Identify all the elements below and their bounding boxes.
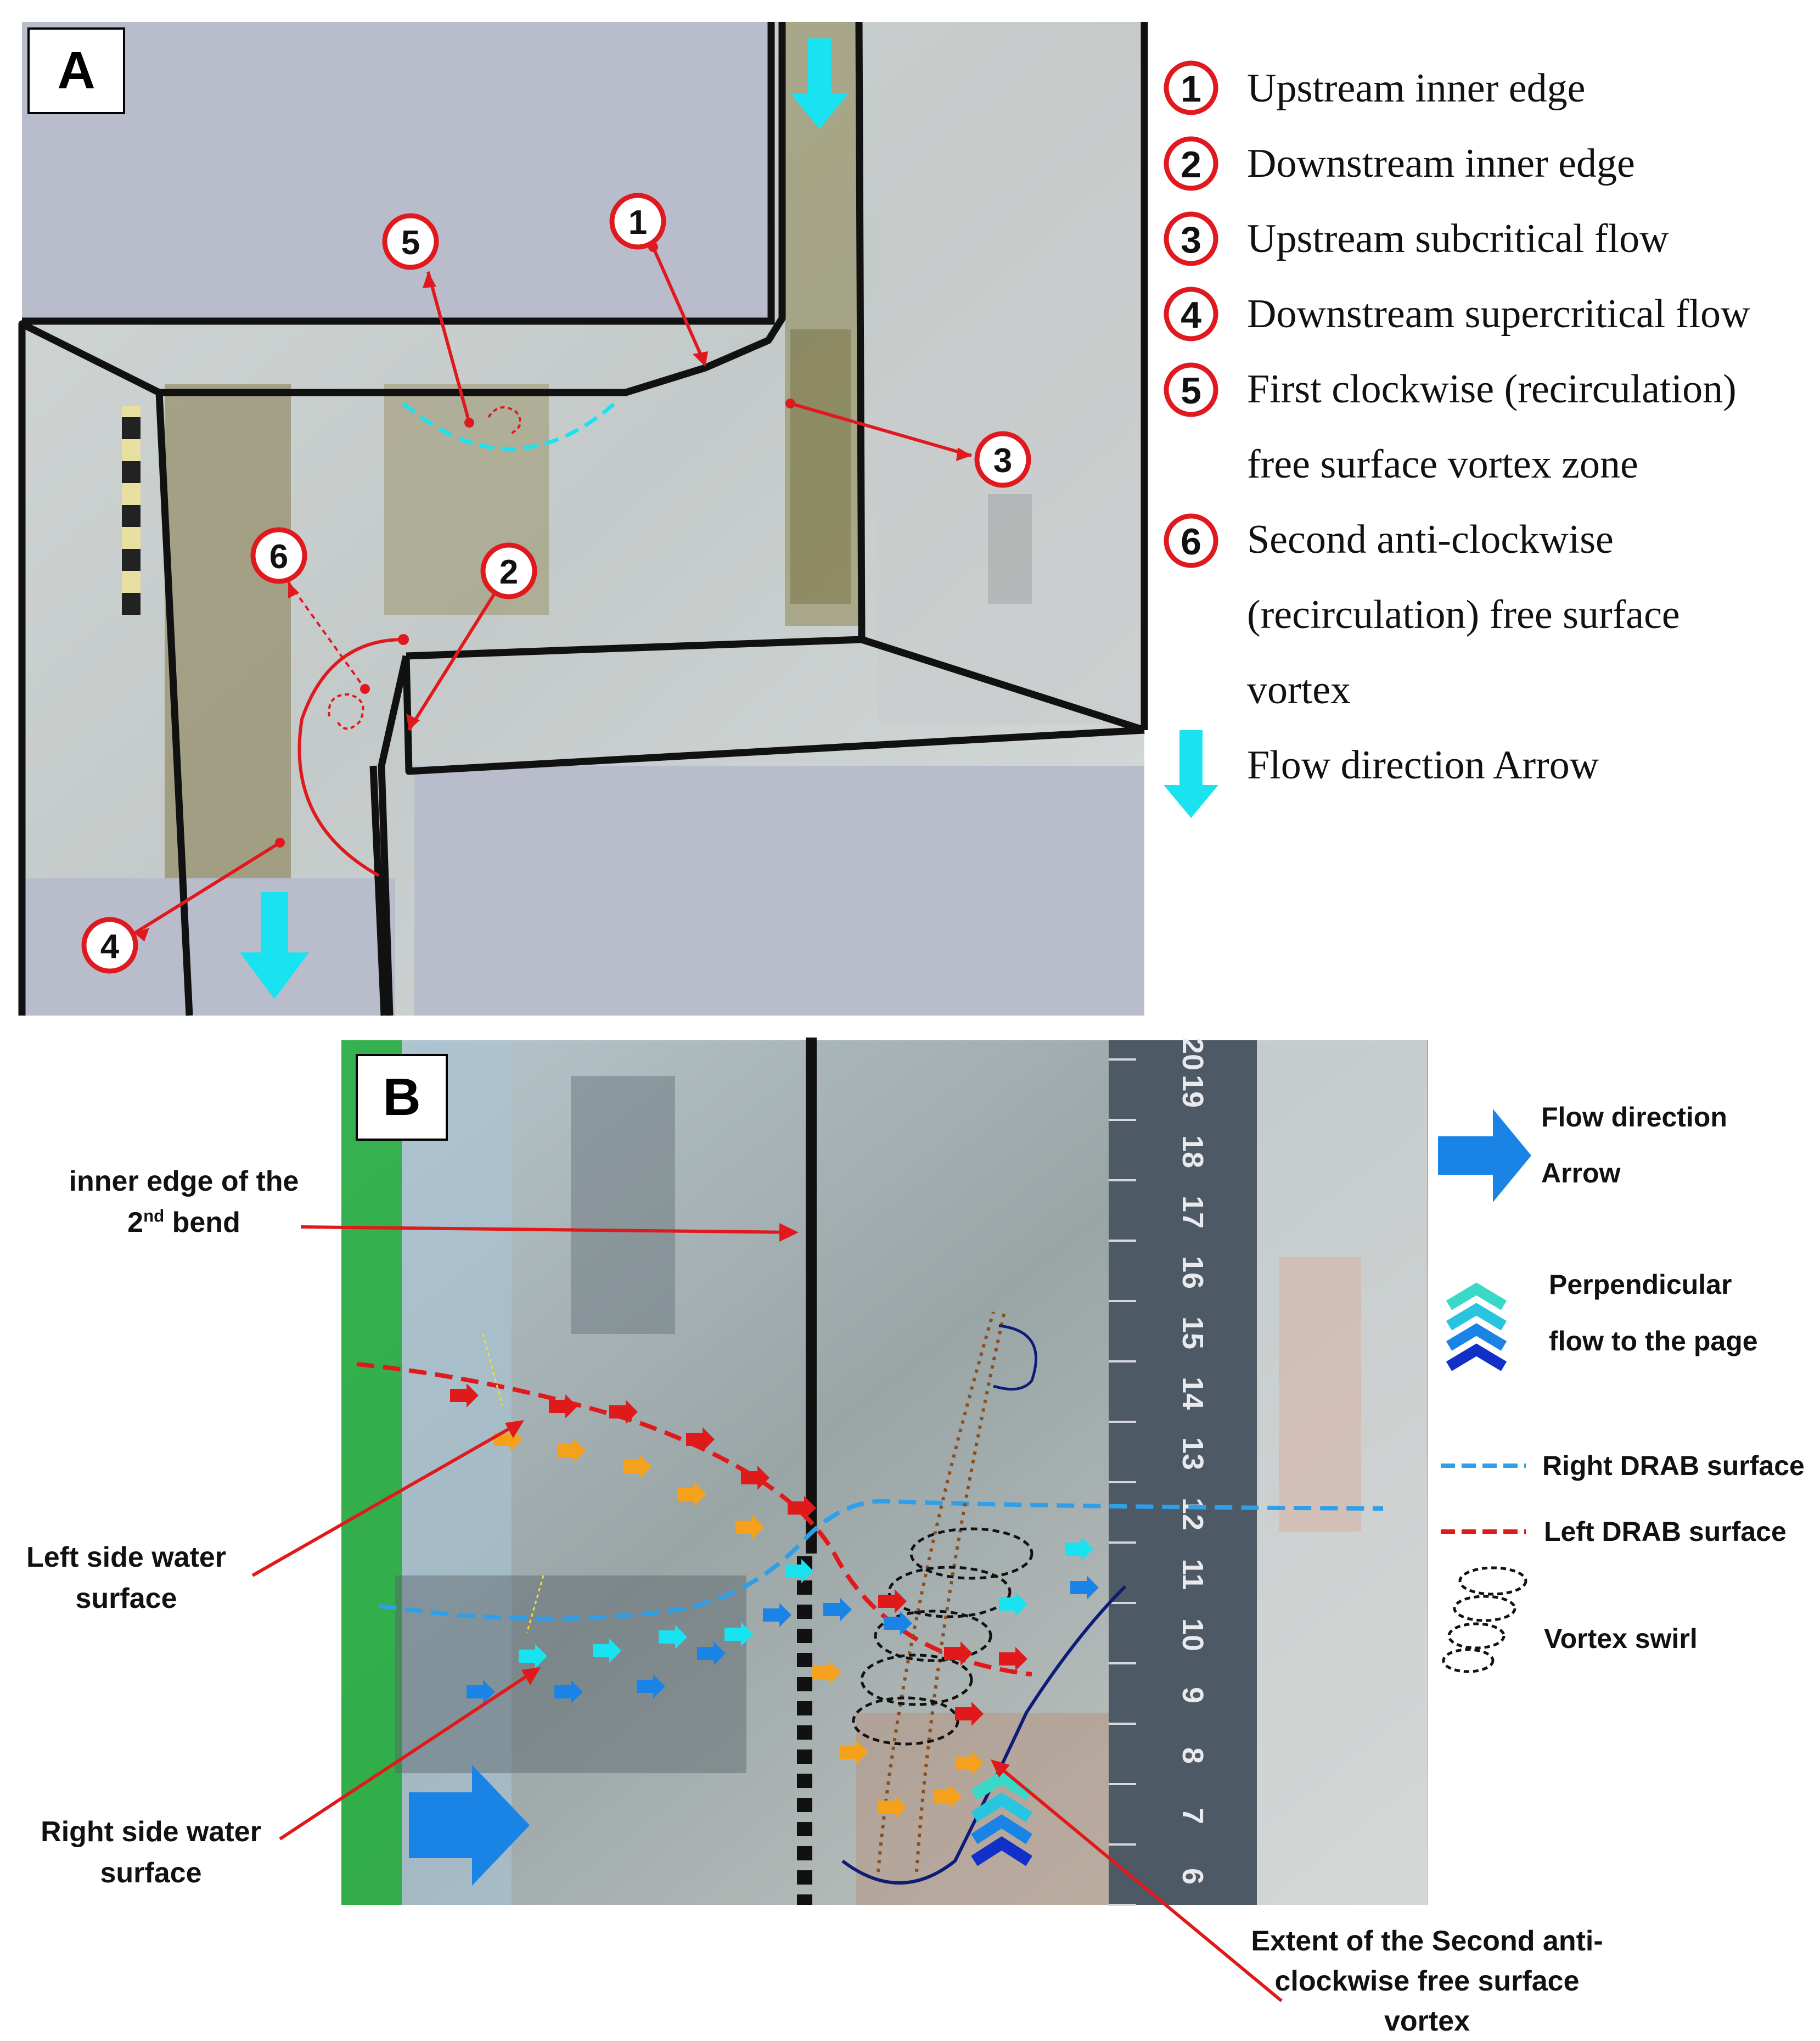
flow-arrows-red xyxy=(450,1383,1027,1726)
legend-a-item-6-line-1: Second anti-clockwise xyxy=(1247,517,1614,562)
legend-b-right-drab: Right DRAB surface xyxy=(1542,1450,1805,1481)
swirl-5 xyxy=(487,406,521,435)
svg-text:13: 13 xyxy=(1176,1437,1209,1470)
svg-text:18: 18 xyxy=(1176,1135,1209,1168)
legend-b-perp-line-1: Perpendicular xyxy=(1549,1269,1732,1300)
legend-b-flow-line-1: Flow direction xyxy=(1541,1102,1727,1132)
ruler xyxy=(1109,1040,1257,1905)
legend-a-flow-arrow-icon xyxy=(1164,730,1218,818)
annotation-inner-edge-line-2: 2nd bend xyxy=(127,1207,240,1239)
ruler-ticks xyxy=(1109,1058,1136,1906)
downstream-wall-left xyxy=(378,655,410,1016)
svg-text:2: 2 xyxy=(1181,144,1201,186)
legend-a-item-1: Upstream inner edge xyxy=(1247,66,1586,111)
legend-a-item-5-line-2: free surface vortex zone xyxy=(1247,442,1638,487)
legend-a-item-4: Downstream supercritical flow xyxy=(1247,291,1750,337)
svg-text:12: 12 xyxy=(1176,1498,1209,1530)
flow-arrow-downstream xyxy=(240,892,309,999)
flow-arrow-upstream xyxy=(790,38,849,129)
svg-text:19: 19 xyxy=(1176,1075,1209,1108)
upper-wall xyxy=(22,22,771,324)
svg-text:8: 8 xyxy=(1176,1747,1209,1764)
legend-a-item-6-line-2: (recirculation) free surface xyxy=(1247,592,1680,637)
annotation-left-surface-line-2: surface xyxy=(75,1583,177,1615)
annotation-right-surface-line-1: Right side water xyxy=(41,1816,261,1848)
flow-arrows-cyan xyxy=(519,1537,1093,1668)
vortex-axis xyxy=(877,1311,1006,1872)
swirl-6 xyxy=(328,693,364,730)
annotation-right-surface-line-2: surface xyxy=(100,1857,202,1889)
panel-a-diagram xyxy=(18,21,1148,1016)
legend-a-marker-6: 6 xyxy=(1164,513,1218,568)
ruler-labels: 6 7 8 9 10 11 12 13 14 15 16 17 18 19 20 xyxy=(1176,1038,1209,1885)
panel-b-leaders xyxy=(251,1225,1283,2003)
lower-left-wall xyxy=(22,878,395,1016)
svg-text:6: 6 xyxy=(1176,1868,1209,1885)
annotation-inner-edge: inner edge of the 2nd bend xyxy=(55,1161,313,1244)
panel-b-label: B xyxy=(356,1054,448,1141)
svg-text:11: 11 xyxy=(1176,1558,1209,1590)
svg-text:6: 6 xyxy=(1181,521,1201,563)
panel-a: A 1 2 3 4 5 6 xyxy=(0,0,1153,1027)
flow-direction-arrow-photo xyxy=(409,1765,530,1886)
legend-b-perp-line-2: flow to the page xyxy=(1549,1326,1758,1356)
legend-a-item-3: Upstream subcritical flow xyxy=(1247,216,1669,261)
svg-text:16: 16 xyxy=(1176,1256,1209,1289)
left-drab-surface xyxy=(356,1362,1032,1676)
legend-a-marker-1: 1 xyxy=(1164,60,1218,115)
legend-a-marker-4: 4 xyxy=(1164,287,1218,341)
panel-a-label: A xyxy=(27,27,125,114)
flow-arrows-orange xyxy=(494,1427,984,1819)
legend-b-vortex-swirl-icon xyxy=(1442,1566,1527,1673)
legend-a-marker-3: 3 xyxy=(1164,211,1218,266)
legend-b-flow-line-2: Arrow xyxy=(1541,1158,1621,1188)
svg-text:4: 4 xyxy=(1181,294,1201,336)
panel-b: 6 7 8 9 10 11 12 13 14 15 16 17 18 19 20 xyxy=(0,1027,1820,2041)
annotation-left-surface: Left side water surface xyxy=(11,1537,241,1620)
legend-a-item-5-line-1: First clockwise (recirculation) xyxy=(1247,367,1737,412)
panel-b-diagram: 6 7 8 9 10 11 12 13 14 15 16 17 18 19 20 xyxy=(251,1038,1531,2003)
downstream-inner-line xyxy=(402,655,1145,775)
legend-a-marker-2: 2 xyxy=(1164,136,1218,191)
legend-b-flow-arrow-icon xyxy=(1438,1109,1531,1202)
svg-text:10: 10 xyxy=(1176,1618,1209,1651)
annotation-right-surface: Right side water surface xyxy=(33,1812,269,1894)
lower-right-wall xyxy=(414,766,1144,1016)
legend-a-flow-arrow-label: Flow direction Arrow xyxy=(1247,743,1599,788)
lower-edge-line xyxy=(406,636,862,660)
svg-text:20: 20 xyxy=(1176,1038,1209,1070)
annotation-vortex-extent-line-1: Extent of the Second anti- xyxy=(1251,1925,1603,1957)
legend-b-vortex-swirl: Vortex swirl xyxy=(1544,1623,1698,1654)
right-drab-surface xyxy=(378,1499,1384,1621)
annotation-vortex-extent-line-2: clockwise free surface xyxy=(1274,1965,1580,1997)
svg-text:3: 3 xyxy=(1181,219,1201,261)
svg-text:7: 7 xyxy=(1176,1808,1209,1824)
svg-text:1: 1 xyxy=(1181,68,1201,110)
annotation-left-surface-line-1: Left side water xyxy=(26,1541,227,1573)
vortex-swirl-loops xyxy=(852,1527,1033,1746)
svg-text:5: 5 xyxy=(1181,370,1201,412)
vortex-top-arrow xyxy=(993,1324,1037,1391)
svg-text:17: 17 xyxy=(1176,1196,1209,1229)
downstream-wall-right xyxy=(369,765,388,1016)
legend-a-item-2: Downstream inner edge xyxy=(1247,141,1635,186)
svg-text:9: 9 xyxy=(1176,1687,1209,1703)
perpendicular-flow-chevrons xyxy=(971,1770,1032,1866)
legend-b-left-drab: Left DRAB surface xyxy=(1544,1516,1787,1547)
svg-text:14: 14 xyxy=(1176,1377,1209,1410)
legend-b-perpendicular-icon xyxy=(1446,1282,1507,1371)
legend-a-item-6-line-3: vortex xyxy=(1247,668,1351,713)
outer-wall-line xyxy=(18,22,786,1016)
left-channel-line xyxy=(155,392,193,1016)
legend-a-marker-5: 5 xyxy=(1164,362,1218,417)
annotation-inner-edge-line-1: inner edge of the xyxy=(69,1165,299,1197)
annotation-vortex-extent: Extent of the Second anti- clockwise fre… xyxy=(1218,1921,1636,2041)
vortex-zone-5 xyxy=(402,402,616,451)
svg-text:15: 15 xyxy=(1176,1316,1209,1349)
flow-arrows-blue xyxy=(467,1575,1099,1704)
vortex-zone-6 xyxy=(297,638,404,877)
annotation-vortex-extent-line-3: vortex xyxy=(1384,2005,1470,2037)
